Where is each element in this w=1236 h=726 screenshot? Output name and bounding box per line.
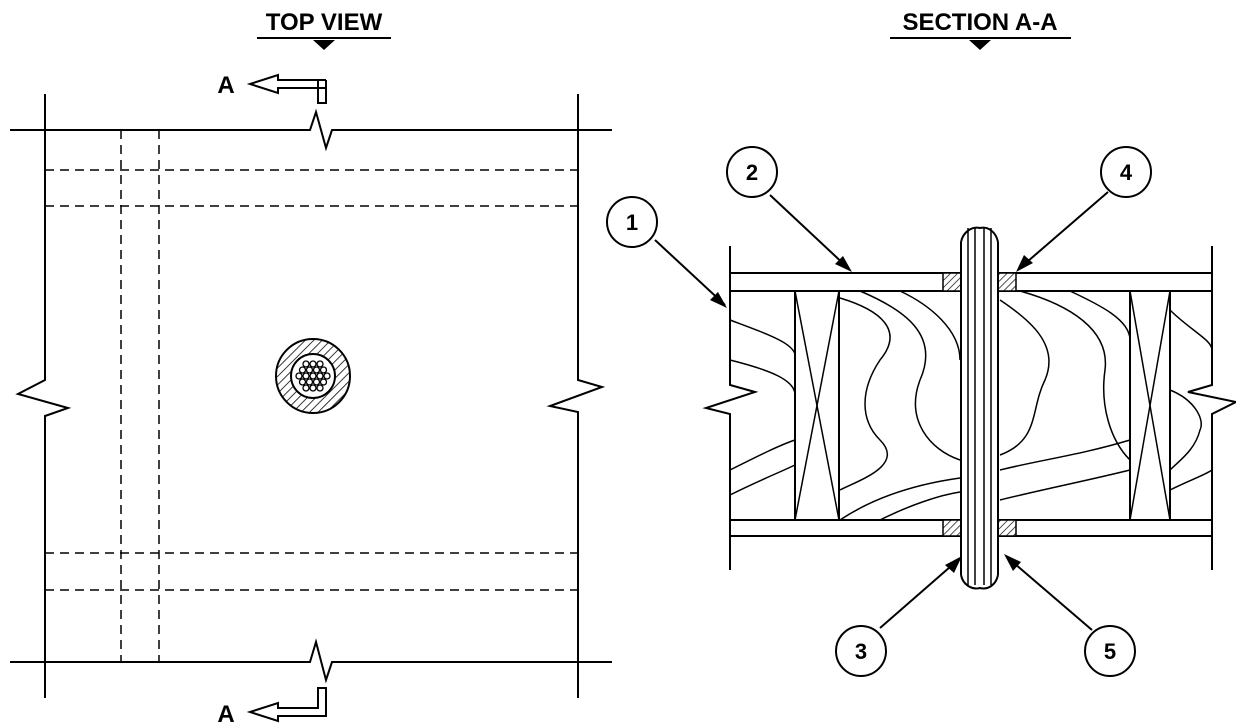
stud-right [1129,290,1171,521]
top-view: TOP VIEW A [10,9,612,726]
callout-3-label: 3 [855,639,867,664]
callout-5-label: 5 [1104,639,1116,664]
top-view-title: TOP VIEW [266,9,383,36]
wood-grain [729,290,1213,521]
sealant-top-right [997,272,1017,292]
sealant-bottom-left [942,519,962,537]
wall-left-break [702,246,759,570]
penetrant-plan-symbol [275,338,351,414]
callout-4: 4 [1100,146,1152,198]
wall-right-break [1187,246,1236,570]
sealant-bottom-right [997,519,1017,537]
callout-2: 2 [726,146,778,198]
section-view-title: SECTION A-A [902,9,1057,36]
left-edge-line [15,94,72,698]
section-mark-bottom-label: A [217,701,234,726]
callout-5: 5 [1084,625,1136,677]
callout-1: 1 [606,196,658,248]
section-arrow-top [246,73,327,104]
callout-1-label: 1 [626,210,638,235]
callout-3: 3 [835,625,887,677]
top-view-title-pointer [313,40,335,50]
section-arrow-bottom [246,687,327,723]
callout-4-label: 4 [1120,160,1133,185]
callout-2-label: 2 [746,160,758,185]
cable-conductors [295,360,331,392]
cable-penetrant [960,226,999,590]
bottom-edge-line [10,638,612,684]
right-edge-line [546,94,606,698]
section-view-title-pointer [969,40,991,50]
sealant-top-left [942,272,962,292]
section-mark-top-label: A [217,72,234,99]
section-view: SECTION A-A [606,9,1236,677]
top-edge-line [10,108,612,152]
leader-lines [654,191,1109,631]
stud-left [794,290,840,521]
